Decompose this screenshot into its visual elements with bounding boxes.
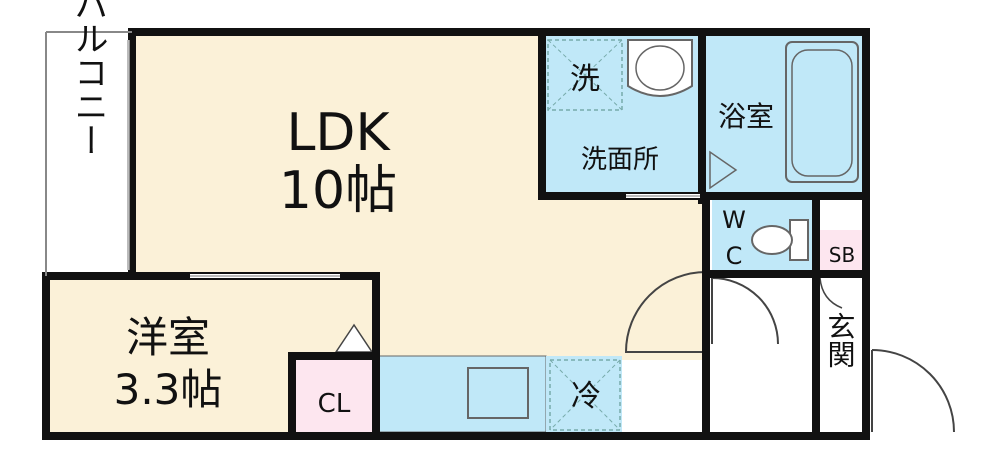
hall-floor (708, 278, 816, 436)
ldk-size: 10帖 (279, 161, 397, 221)
wc-sink-triangle (709, 150, 738, 190)
entrance-label: 玄関 (824, 312, 857, 368)
sb-label: SB (829, 243, 855, 267)
washroom-label: 洗面所 (581, 145, 659, 175)
western-room-size: 3.3帖 (114, 365, 223, 414)
washer-label: 洗 (570, 62, 600, 97)
fridge-space (546, 356, 622, 432)
fridge-label: 冷 (571, 379, 601, 414)
western-room-label: 洋室 (126, 313, 210, 362)
ldk-door-swing (624, 271, 707, 353)
stove (467, 367, 529, 419)
closet-label: CL (318, 389, 351, 419)
bathtub-inner (791, 49, 853, 177)
wc-door-swing (711, 277, 779, 345)
washer-space (547, 39, 623, 111)
wash-basin (627, 39, 693, 97)
fridge-cross-2 (549, 359, 621, 431)
bath-label: 浴室 (718, 100, 774, 133)
washer-cross-2 (547, 39, 623, 111)
entrance-floor (818, 278, 866, 436)
ldk-label: LDK (286, 103, 391, 163)
entrance-door-swing (871, 349, 955, 433)
balcony-floor (46, 32, 132, 276)
toilet-bowl (751, 225, 793, 255)
wc-label-c: C (726, 242, 743, 270)
closet-floor (296, 356, 372, 432)
wash-basin-bowl (635, 45, 685, 91)
balcony-label: バルコニー (68, 0, 108, 157)
wc-label-w: W (722, 206, 746, 234)
fridge-box (549, 359, 621, 431)
bathtub (785, 41, 859, 183)
sb-door-swing (819, 277, 843, 309)
ldk-lower-floor (376, 195, 706, 360)
